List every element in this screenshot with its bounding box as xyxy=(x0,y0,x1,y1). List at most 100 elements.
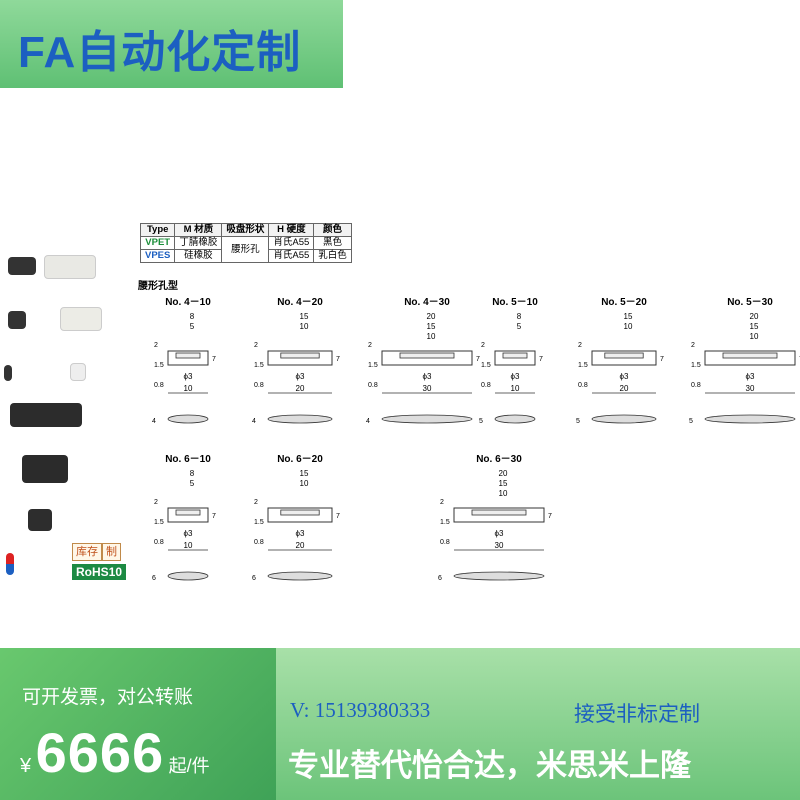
custom-badge: 制 xyxy=(102,543,121,561)
dim-width: 10 xyxy=(184,384,193,393)
slot-shape xyxy=(175,352,201,359)
drawing-label: No. 5－20 xyxy=(601,297,647,308)
product-white-2 xyxy=(60,307,102,331)
profile-view xyxy=(381,414,473,424)
dim-inner2: 10 xyxy=(499,489,508,498)
cell-color: 乳白色 xyxy=(313,249,352,263)
dim-height: 6 xyxy=(252,575,256,582)
profile-view xyxy=(704,414,796,424)
header-hardness: H 硬度 xyxy=(268,223,315,237)
contact-banner: V: 15139380333 接受非标定制 专业替代怡合达，米思米上隆 xyxy=(276,648,800,800)
cell-hardness: 肖氏A55 xyxy=(268,249,315,263)
cell-material: 硅橡胶 xyxy=(174,249,223,263)
profile-view xyxy=(453,571,545,581)
dim-t: 7 xyxy=(476,356,480,363)
dim-height: 4 xyxy=(366,418,370,425)
section-label: 腰形孔型 xyxy=(138,281,178,292)
dim-d2: 1.5 xyxy=(440,519,450,526)
header-type: Type xyxy=(139,223,176,237)
dim-d2: 1.5 xyxy=(154,519,164,526)
dim-t: 7 xyxy=(212,513,216,520)
dim-inner2: 10 xyxy=(427,332,436,341)
dim-d3: 0.8 xyxy=(154,382,164,389)
dim-inner: 10 xyxy=(624,322,633,331)
dim-width: 30 xyxy=(495,541,504,550)
dim-d1: 2 xyxy=(254,499,258,506)
product-photo-strip xyxy=(0,215,128,590)
dim-hole: ϕ3 xyxy=(423,372,432,381)
cell-type: VPET xyxy=(139,236,176,250)
profile-view xyxy=(267,414,333,424)
dim-hole: ϕ3 xyxy=(184,529,193,538)
dim-d3: 0.8 xyxy=(440,539,450,546)
dim-d1: 2 xyxy=(254,342,258,349)
cell-color: 黑色 xyxy=(313,236,352,250)
slot-shape xyxy=(471,509,527,516)
dim-width: 20 xyxy=(620,384,629,393)
top-blank-area xyxy=(343,0,800,88)
dim-inner: 5 xyxy=(190,322,195,331)
header-shape: 吸盘形状 xyxy=(221,223,270,237)
cell-material: 丁腈橡胶 xyxy=(174,236,223,250)
dim-d3: 0.8 xyxy=(691,382,701,389)
price-block: ¥ 6666 起/件 xyxy=(20,720,210,785)
dim-width: 10 xyxy=(184,541,193,550)
dim-d2: 1.5 xyxy=(578,362,588,369)
dim-d3: 0.8 xyxy=(481,382,491,389)
dim-width: 10 xyxy=(511,384,520,393)
slot-shape xyxy=(280,509,320,516)
dim-slot: 15 xyxy=(300,312,309,321)
cell-hardness: 肖氏A55 xyxy=(268,236,315,250)
profile-view xyxy=(494,414,536,424)
dim-d3: 0.8 xyxy=(578,382,588,389)
cell-shape: 腰形孔 xyxy=(221,236,270,263)
slot-shape xyxy=(604,352,644,359)
table-row: VPET 丁腈橡胶 腰形孔 肖氏A55 黑色 xyxy=(139,236,352,263)
profile-view xyxy=(591,414,657,424)
product-black-2 xyxy=(8,311,26,329)
dim-hole: ϕ3 xyxy=(495,529,504,538)
dim-inner2: 10 xyxy=(750,332,759,341)
dim-height: 5 xyxy=(689,418,693,425)
product-white-1 xyxy=(44,255,96,279)
dim-slot: 15 xyxy=(300,469,309,478)
dim-slot: 20 xyxy=(499,469,508,478)
dim-d1: 2 xyxy=(368,342,372,349)
rohs-badge: RoHS10 xyxy=(72,564,127,580)
dim-height: 5 xyxy=(576,418,580,425)
product-black-4 xyxy=(10,403,82,427)
dim-inner: 15 xyxy=(750,322,759,331)
dim-hole: ϕ3 xyxy=(620,372,629,381)
product-black-3 xyxy=(4,365,12,381)
drawing-label: No. 6－10 xyxy=(165,454,211,465)
drawing-label: No. 6－20 xyxy=(277,454,323,465)
dim-hole: ϕ3 xyxy=(511,372,520,381)
dim-hole: ϕ3 xyxy=(296,372,305,381)
dim-slot: 8 xyxy=(517,312,522,321)
dim-inner: 15 xyxy=(427,322,436,331)
dim-d2: 1.5 xyxy=(254,519,264,526)
product-black-5 xyxy=(22,455,68,483)
dim-d1: 2 xyxy=(578,342,582,349)
dim-width: 20 xyxy=(296,384,305,393)
slogan-text: 专业替代怡合达，米思米上隆 xyxy=(288,748,691,783)
profile-view xyxy=(167,414,209,424)
dim-t: 7 xyxy=(660,356,664,363)
drawing-label: No. 4－10 xyxy=(165,297,211,308)
dim-inner: 10 xyxy=(300,479,309,488)
dim-inner: 15 xyxy=(499,479,508,488)
dim-height: 4 xyxy=(152,418,156,425)
currency-symbol: ¥ xyxy=(20,755,32,777)
dim-slot: 8 xyxy=(190,469,195,478)
dim-d1: 2 xyxy=(440,499,444,506)
slot-shape xyxy=(399,352,455,359)
dim-d3: 0.8 xyxy=(154,539,164,546)
